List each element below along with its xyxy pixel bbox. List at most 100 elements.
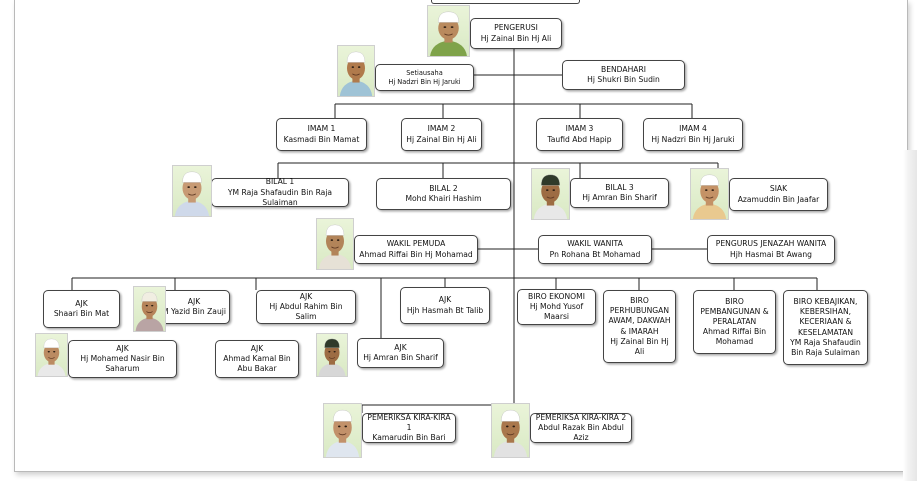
node-bilal-3: BILAL 3 Hj Amran Bin Sharif: [570, 178, 669, 208]
node-title: BIRO PEMBANGUNAN & PERALATAN: [700, 296, 769, 326]
node-name: Ahmad Riffai Bin Mohamad: [702, 327, 767, 347]
node-title: WAKIL PEMUDA: [386, 239, 446, 249]
node-title: PENGURUS JENAZAH WANITA: [715, 239, 827, 249]
portrait-icon: [692, 174, 727, 219]
photo-ajk-yazid: [133, 286, 166, 332]
node-ajk-nasir: AJK Hj Mohamed Nasir Bin Saharum: [68, 340, 177, 378]
photo-bilal-3: [531, 168, 570, 220]
node-title: BILAL 1: [265, 177, 295, 187]
node-name: Hj Zainal Bin Hj Ali: [610, 336, 669, 356]
node-biro-ekonomi: BIRO EKONOMI Hj Mohd Yusof Maarsi: [517, 289, 596, 325]
node-ajk-kamal: AJK Ahmad Kamal Bin Abu Bakar: [215, 340, 299, 378]
node-name: Ahmad Kamal Bin Abu Bakar: [223, 353, 291, 373]
node-ajk-yazid: AJK M Yazid Bin Zauji: [158, 290, 230, 324]
node-biro-pembangunan: BIRO PEMBANGUNAN & PERALATAN Ahmad Riffa…: [693, 290, 776, 354]
node-name: Hj Nadzri Bin Hj Jaruki: [651, 134, 735, 144]
portrait-icon: [339, 51, 373, 96]
page-curl-shadow: [903, 150, 917, 481]
top-cut-box: [431, 0, 580, 4]
node-title: IMAM 2: [427, 124, 456, 134]
node-name: Hjh Hasmah Bt Talib: [406, 305, 484, 315]
node-name: Hj Amran Bin Sharif: [582, 193, 657, 202]
photo-pemeriksa-2: [491, 403, 530, 458]
node-setiausaha: Setiausaha Hj Nadzri Bin Hj Jaruki: [375, 64, 474, 91]
node-pengerusi: PENGERUSI Hj Zainal Bin Hj Ali: [470, 18, 562, 49]
node-imam-3: IMAM 3 Taufid Abd Hapip: [536, 118, 623, 151]
node-name: Hj Abdul Rahim Bin Salim: [269, 302, 343, 322]
node-ajk-amran: AJK Hj Amran Bin Sharif: [357, 338, 444, 368]
node-ajk-hasmah: AJK Hjh Hasmah Bt Talib: [400, 287, 490, 324]
node-title: AJK: [394, 342, 407, 352]
photo-ajk-nasir: [35, 333, 68, 377]
node-name: Pn Rohana Bt Mohamad: [549, 249, 641, 259]
node-name: Taufid Abd Hapip: [547, 134, 612, 144]
node-wakil-wanita: WAKIL WANITA Pn Rohana Bt Mohamad: [538, 235, 652, 264]
node-title: BILAL 3: [605, 182, 634, 192]
photo-siak: [690, 168, 729, 220]
portrait-icon: [325, 409, 360, 457]
node-title: IMAM 1: [307, 124, 336, 134]
photo-bilal-1: [172, 165, 212, 217]
node-ajk-abdul-rahim: AJK Hj Abdul Rahim Bin Salim: [256, 290, 356, 324]
node-bilal-1: BILAL 1 YM Raja Shafaudin Bin Raja Sulai…: [211, 177, 349, 207]
portrait-icon: [318, 224, 352, 269]
node-name: Hj Zainal Bin Hj Ali: [480, 33, 552, 43]
node-name: Kasmadi Bin Mamat: [283, 134, 360, 144]
node-imam-1: IMAM 1 Kasmadi Bin Mamat: [276, 118, 367, 151]
node-name: YM Raja Shafaudin Bin Raja Sulaiman: [790, 337, 861, 357]
node-imam-2: IMAM 2 Hj Zainal Bin Hj Ali: [401, 118, 482, 151]
portrait-icon: [430, 11, 467, 56]
node-title: AJK: [438, 295, 452, 305]
photo-ajk-amran: [316, 333, 348, 377]
node-title: BIRO KEBAJIKAN, KEBERSIHAN, KECERIAAN & …: [793, 297, 858, 337]
node-name: Hj Shukri Bin Sudin: [587, 75, 660, 84]
node-name: Kamarudin Bin Bari: [372, 433, 446, 443]
node-name: Hj Zainal Bin Hj Ali: [406, 134, 477, 144]
photo-wakil-pemuda: [316, 218, 354, 270]
portrait-icon: [533, 174, 568, 219]
node-name: Ahmad Riffai Bin Hj Mohamad: [359, 249, 473, 259]
node-title: BIRO EKONOMI: [528, 291, 585, 301]
node-pemeriksa-2: PEMERIKSA KIRA-KIRA 2 Abdul Razak Bin Ab…: [530, 413, 632, 443]
node-name: Hj Mohd Yusof Maarsi: [529, 301, 584, 321]
photo-pengerusi: [427, 5, 470, 57]
node-title: PEMERIKSA KIRA-KIRA 1: [367, 412, 451, 432]
node-wakil-pemuda: WAKIL PEMUDA Ahmad Riffai Bin Hj Mohamad: [354, 235, 478, 264]
node-title: WAKIL WANITA: [567, 239, 623, 249]
node-name: Abdul Razak Bin Abdul Aziz: [538, 423, 624, 443]
node-name: Hj Nadzri Bin Hj Jaruki: [388, 77, 461, 86]
photo-pemeriksa-1: [323, 403, 362, 458]
node-imam-4: IMAM 4 Hj Nadzri Bin Hj Jaruki: [643, 118, 743, 151]
node-title: AJK: [75, 298, 88, 308]
node-title: IMAM 4: [679, 124, 707, 134]
node-pengurus-jenazah-wanita: PENGURUS JENAZAH WANITA Hjh Hasmai Bt Aw…: [707, 235, 835, 264]
portrait-icon: [174, 171, 210, 216]
node-name: Hjh Hasmai Bt Awang: [730, 249, 812, 259]
portrait-icon: [37, 338, 66, 376]
node-name: M Yazid Bin Zauji: [162, 307, 226, 316]
node-name: Mohd Khairi Hashim: [405, 194, 482, 203]
node-title: BENDAHARI: [600, 64, 647, 74]
node-siak: SIAK Azamuddin Bin Jaafar: [729, 178, 828, 211]
node-title: AJK: [187, 296, 201, 306]
photo-setiausaha: [337, 45, 375, 97]
node-name: YM Raja Shafaudin Bin Raja Sulaiman: [227, 187, 333, 207]
node-title: PEMERIKSA KIRA-KIRA 2: [535, 412, 627, 422]
node-biro-kebajikan: BIRO KEBAJIKAN, KEBERSIHAN, KECERIAAN & …: [783, 290, 868, 365]
node-title: BILAL 2: [429, 183, 458, 193]
node-title: AJK: [299, 291, 313, 301]
node-title: PENGERUSI: [494, 23, 538, 33]
node-title: BIRO PERHUBUNGAN AWAM, DAKWAH & IMARAH: [608, 296, 671, 336]
node-title: Setiausaha: [406, 68, 443, 77]
portrait-icon: [318, 338, 346, 376]
portrait-icon: [493, 409, 528, 457]
node-name: Azamuddin Bin Jaafar: [737, 194, 820, 204]
node-bilal-2: BILAL 2 Mohd Khairi Hashim: [376, 178, 511, 210]
node-name: Hj Mohamed Nasir Bin Saharum: [80, 353, 165, 373]
node-title: IMAM 3: [565, 124, 594, 134]
node-name: Shaari Bin Mat: [53, 309, 110, 318]
node-name: Hj Amran Bin Sharif: [363, 353, 438, 362]
node-title: SIAK: [769, 184, 788, 194]
node-bendahari: BENDAHARI Hj Shukri Bin Sudin: [562, 60, 685, 90]
